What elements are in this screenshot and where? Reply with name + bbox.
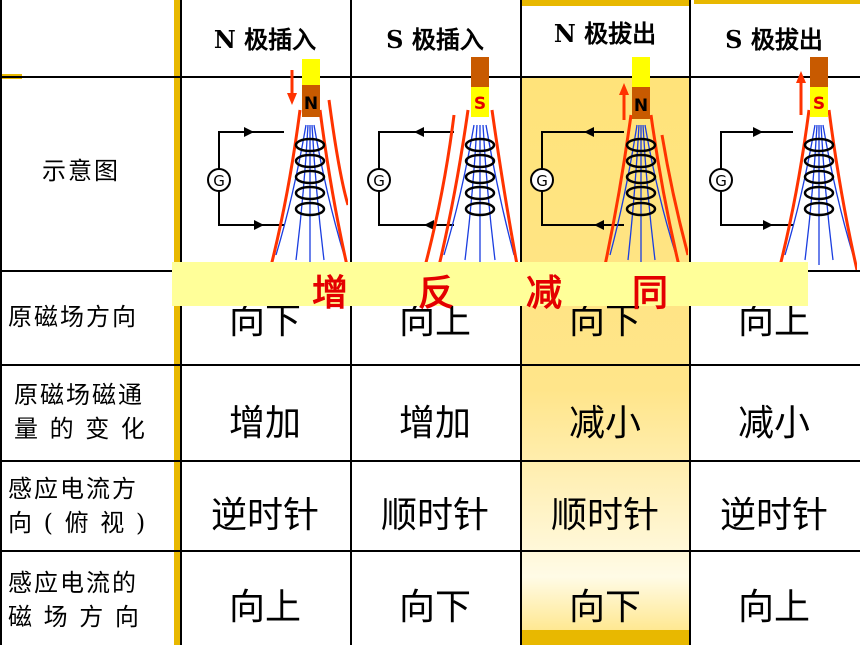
- label-induced-field-2: 磁 场 方 向: [8, 603, 141, 631]
- svg-text:G: G: [373, 172, 385, 190]
- svg-text:G: G: [536, 172, 548, 190]
- flux-change-cell: 减小: [568, 403, 641, 444]
- grid-line: [0, 0, 2, 645]
- induced-field-cell: 向上: [228, 587, 301, 628]
- current-dir-cell: 顺时针: [380, 495, 489, 536]
- grid-line: [180, 0, 182, 645]
- label-current-dir-2: 向 ( 俯 视 ): [8, 509, 148, 537]
- current-dir-cell: 逆时针: [719, 495, 828, 536]
- header-s-insert: S 极插入: [386, 25, 484, 54]
- flux-change-cell: 增加: [228, 403, 301, 444]
- header-n-insert: N 极插入: [213, 25, 317, 54]
- induced-field-cell: 向上: [737, 587, 810, 628]
- banner-word-decrease: 减: [526, 273, 563, 314]
- label-diagram: 示意图: [42, 157, 120, 185]
- header-n-remove: N 极拔出: [553, 19, 657, 48]
- grid-line: [0, 364, 860, 366]
- grid-line: [0, 460, 860, 462]
- diagram-n-insert: G N: [207, 59, 348, 270]
- gold-left-edge: [174, 0, 182, 645]
- label-induced-field-1: 感应电流的: [8, 569, 138, 597]
- gold-top-right-edge: [694, 0, 860, 4]
- induced-field-cell: 向下: [568, 587, 641, 628]
- flux-change-cell: 增加: [398, 403, 471, 444]
- grid-line: [520, 0, 522, 645]
- svg-text:G: G: [213, 172, 225, 190]
- current-dir-cell: 顺时针: [550, 495, 659, 536]
- field-dir-cell: 向下: [568, 301, 641, 342]
- label-field-direction: 原磁场方向: [8, 303, 138, 331]
- banner-word-increase: 增: [312, 273, 349, 314]
- flux-change-cell: 减小: [737, 403, 810, 444]
- grid-line: [350, 0, 352, 645]
- svg-text:N: N: [304, 94, 318, 114]
- galvanometer-icon: [530, 168, 554, 192]
- svg-text:N: N: [634, 96, 648, 116]
- diagram-s-remove: G S: [709, 57, 857, 270]
- banner-word-same: 同: [632, 273, 669, 314]
- svg-text:G: G: [715, 172, 727, 190]
- field-dir-cell: 向下: [228, 301, 301, 342]
- diagram-n-remove: G N: [530, 57, 688, 270]
- galvanometer-icon: [207, 168, 231, 192]
- label-flux-change-1: 原磁场磁通: [14, 381, 144, 409]
- diagram-s-insert: G S: [367, 57, 518, 270]
- induced-field-cell: 向下: [398, 587, 471, 628]
- grid-line: [0, 76, 860, 78]
- header-s-remove: S 极拔出: [725, 25, 823, 54]
- label-current-dir-1: 感应电流方: [8, 475, 138, 503]
- banner-word-oppose: 反: [418, 273, 455, 314]
- field-dir-cell: 向上: [737, 301, 810, 342]
- grid-line: [0, 550, 860, 552]
- svg-text:S: S: [813, 94, 825, 114]
- galvanometer-icon: [367, 168, 391, 192]
- label-flux-change-2: 量 的 变 化: [14, 415, 147, 443]
- galvanometer-icon: [709, 168, 733, 192]
- field-dir-cell: 向上: [398, 301, 471, 342]
- highlight-bottom-edge: [520, 630, 690, 645]
- grid-line: [689, 0, 691, 645]
- summary-banner: [172, 262, 808, 306]
- current-dir-cell: 逆时针: [210, 495, 319, 536]
- svg-text:S: S: [474, 94, 486, 114]
- highlight-top-edge: [520, 0, 690, 6]
